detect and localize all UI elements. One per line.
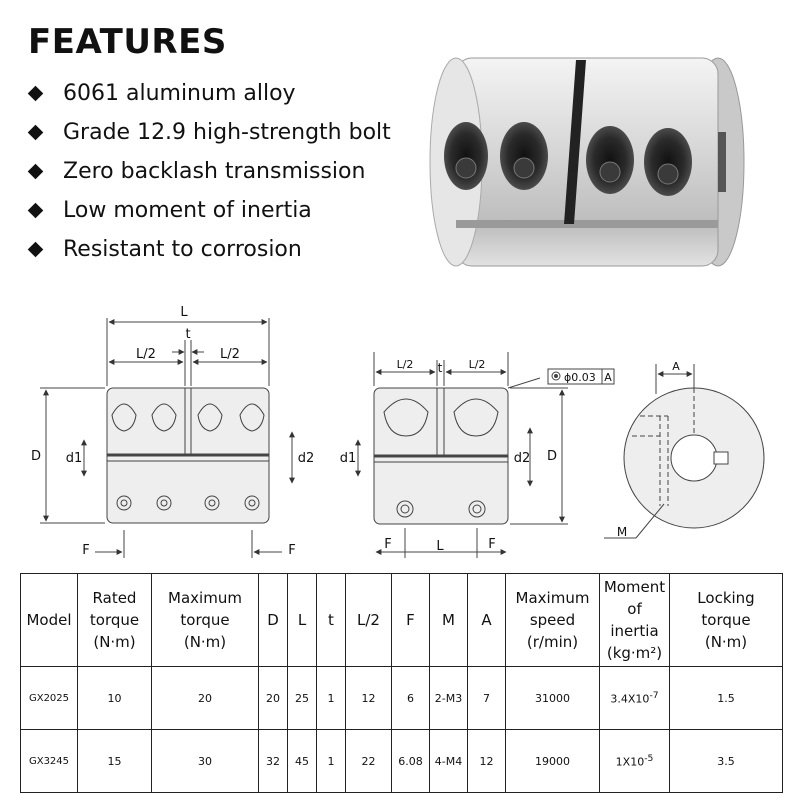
diamond-bullet-icon — [27, 241, 44, 258]
feature-item: Resistant to corrosion — [24, 230, 391, 269]
dim-label-d1: d1 — [66, 451, 83, 466]
cell-max-speed: 19000 — [505, 729, 600, 793]
feature-item: Grade 12.9 high-strength bolt — [24, 113, 391, 152]
cell-D: 32 — [258, 729, 288, 793]
dim-label-F: F — [384, 537, 391, 552]
cell-t: 1 — [316, 666, 346, 730]
page-title: FEATURES — [28, 22, 227, 62]
feature-text: Low moment of inertia — [63, 198, 312, 223]
diamond-bullet-icon — [27, 163, 44, 180]
cell-inertia: 1X10-5 — [599, 729, 670, 793]
cell-locking-torque: 1.5 — [669, 666, 783, 730]
dim-label-L2: L/2 — [469, 358, 486, 371]
header-t: t — [316, 573, 346, 667]
dim-label-L: L — [436, 539, 444, 554]
feature-item: 6061 aluminum alloy — [24, 74, 391, 113]
cell-D: 20 — [258, 666, 288, 730]
diamond-bullet-icon — [27, 85, 44, 102]
cell-rated-torque: 15 — [77, 729, 152, 793]
cell-L: 45 — [287, 729, 317, 793]
cell-L2: 12 — [345, 666, 392, 730]
dim-label-d1: d1 — [340, 451, 357, 466]
diamond-bullet-icon — [27, 124, 44, 141]
feature-item: Low moment of inertia — [24, 191, 391, 230]
header-model: Model — [20, 573, 78, 667]
side-view — [604, 364, 765, 539]
dim-label-F: F — [288, 543, 295, 558]
front-view-large — [40, 318, 295, 558]
cell-L2: 22 — [345, 729, 392, 793]
cell-M: 2-M3 — [429, 666, 468, 730]
cell-max-torque: 30 — [151, 729, 259, 793]
dim-label-M: M — [617, 525, 627, 539]
header-D: D — [258, 573, 288, 667]
dim-label-t: t — [438, 361, 443, 375]
cell-max-torque: 20 — [151, 666, 259, 730]
cell-A: 7 — [467, 666, 506, 730]
feature-text: Resistant to corrosion — [63, 237, 302, 262]
feature-text: 6061 aluminum alloy — [63, 81, 296, 106]
cell-max-speed: 31000 — [505, 666, 600, 730]
datum-label: A — [604, 371, 612, 384]
cell-locking-torque: 3.5 — [669, 729, 783, 793]
dim-label-L2: L/2 — [220, 347, 240, 362]
dim-label-L: L — [180, 305, 188, 320]
dim-label-D: D — [31, 449, 41, 464]
dim-label-L2: L/2 — [136, 347, 156, 362]
cell-A: 12 — [467, 729, 506, 793]
feature-text: Grade 12.9 high-strength bolt — [63, 120, 391, 145]
dim-label-L2: L/2 — [397, 358, 414, 371]
cell-L: 25 — [287, 666, 317, 730]
dim-label-t: t — [185, 327, 190, 342]
dim-label-d2: d2 — [514, 451, 531, 466]
cell-F: 6.08 — [391, 729, 430, 793]
cell-rated-torque: 10 — [77, 666, 152, 730]
header-A: A — [467, 573, 506, 667]
coupling-product-image — [429, 57, 745, 267]
cell-t: 1 — [316, 729, 346, 793]
dim-label-d2: d2 — [298, 451, 315, 466]
table-row: GX2025 10 20 20 25 1 12 6 2-M3 7 31000 3… — [20, 666, 783, 730]
cell-M: 4-M4 — [429, 729, 468, 793]
cell-model: GX3245 — [20, 729, 78, 793]
cell-model: GX2025 — [20, 666, 78, 730]
table-row: GX3245 15 30 32 45 1 22 6.08 4-M4 12 190… — [20, 729, 783, 793]
front-view-large-labels: L t L/2 L/2 D d1 d2 F F — [31, 305, 314, 558]
feature-text: Zero backlash transmission — [63, 159, 366, 184]
tolerance-label: ϕ0.03 — [564, 371, 596, 384]
header-L2: L/2 — [345, 573, 392, 667]
header-L: L — [287, 573, 317, 667]
front-view-small-labels: L/2 t L/2 d1 d2 D ϕ0.03 A F L F — [340, 358, 613, 554]
dimension-drawings: L t L/2 L/2 D d1 d2 F F L/2 t — [31, 305, 765, 558]
front-view-small — [355, 352, 615, 558]
header-M: M — [429, 573, 468, 667]
feature-item: Zero backlash transmission — [24, 152, 391, 191]
dim-label-D: D — [547, 449, 557, 464]
cell-inertia: 3.4X10-7 — [599, 666, 670, 730]
header-F: F — [391, 573, 430, 667]
side-view-labels: A M — [617, 360, 680, 539]
feature-list: 6061 aluminum alloy Grade 12.9 high-stre… — [24, 74, 391, 269]
diamond-bullet-icon — [27, 202, 44, 219]
dim-label-A: A — [672, 360, 680, 373]
dim-label-F: F — [488, 537, 495, 552]
dim-label-F: F — [82, 543, 89, 558]
cell-F: 6 — [391, 666, 430, 730]
